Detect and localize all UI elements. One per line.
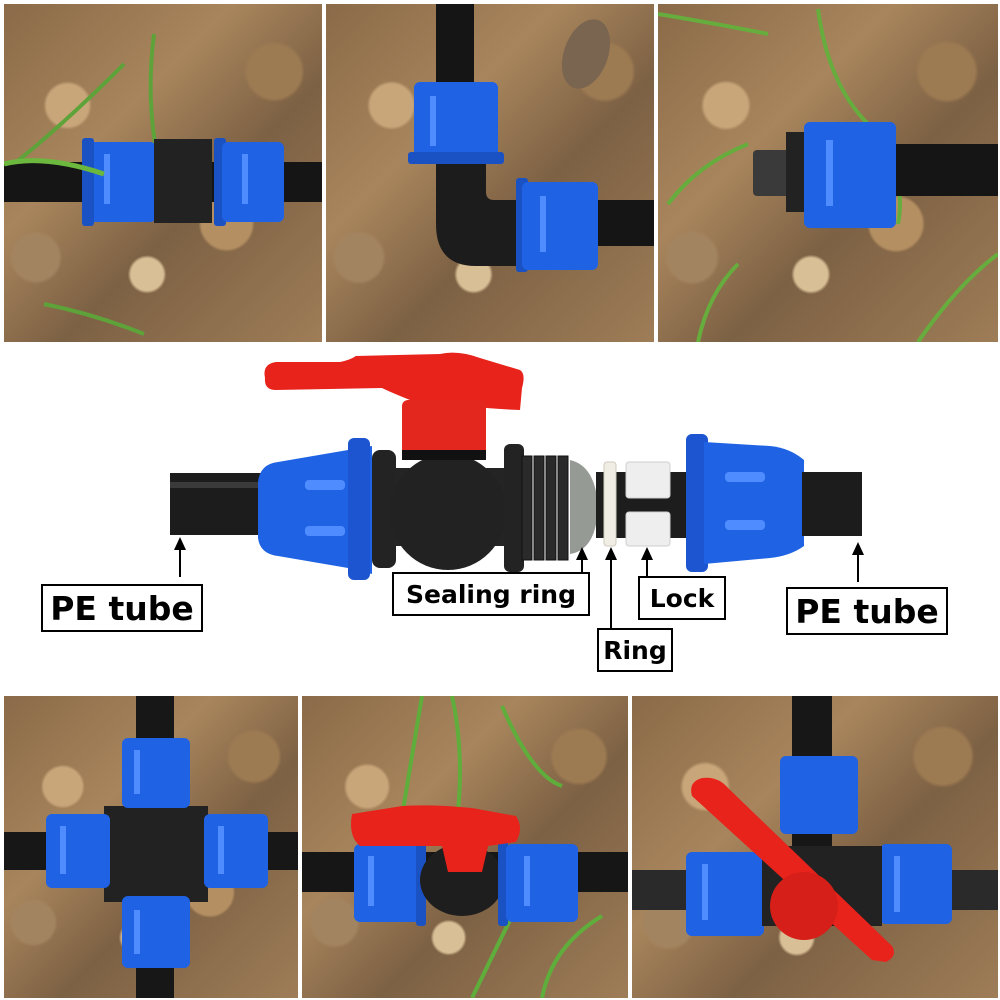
valve-handle	[264, 352, 524, 410]
arrow-up-icon	[174, 537, 186, 577]
ball-valve-exploded-illustration	[170, 352, 862, 580]
pe-tube-right-label: PE tube	[786, 587, 948, 635]
pe-tube-right-shape	[802, 472, 862, 536]
arrow-up-icon	[641, 547, 653, 577]
straight-coupling-photo	[4, 4, 322, 342]
lock-shape-bottom	[625, 511, 671, 547]
lock-label: Lock	[638, 576, 726, 620]
arrow-up-icon	[605, 547, 617, 629]
sealing-ring-shape	[570, 460, 598, 554]
ring-label: Ring	[597, 628, 673, 672]
ring-shape	[603, 461, 617, 547]
tee-valve-illustration	[632, 696, 998, 962]
pe-tube-left-label: PE tube	[41, 584, 203, 632]
exploded-fitting-diagram: PE tube Sealing ring Lock Ring PE tube	[0, 342, 1000, 696]
cross-fitting-photo	[4, 696, 298, 998]
sealing-ring-label: Sealing ring	[392, 572, 590, 616]
compression-nut-left	[258, 446, 372, 574]
elbow-photo	[326, 4, 654, 342]
valve-handle	[691, 777, 894, 962]
elbow-illustration	[408, 4, 654, 272]
arrow-up-icon	[852, 542, 864, 582]
tee-valve-photo	[632, 696, 998, 998]
ball-valve-illustration	[302, 696, 628, 998]
arrow-up-icon	[576, 547, 588, 573]
threaded-adapter-illustration	[658, 8, 998, 342]
compression-nut-right	[704, 442, 804, 564]
ball-valve-photo	[302, 696, 628, 998]
valve-handle	[351, 805, 520, 872]
cross-fitting-illustration	[4, 696, 298, 998]
straight-coupling-illustration	[4, 33, 322, 336]
lock-shape-top	[625, 461, 671, 499]
threaded-adapter-photo	[658, 4, 998, 342]
